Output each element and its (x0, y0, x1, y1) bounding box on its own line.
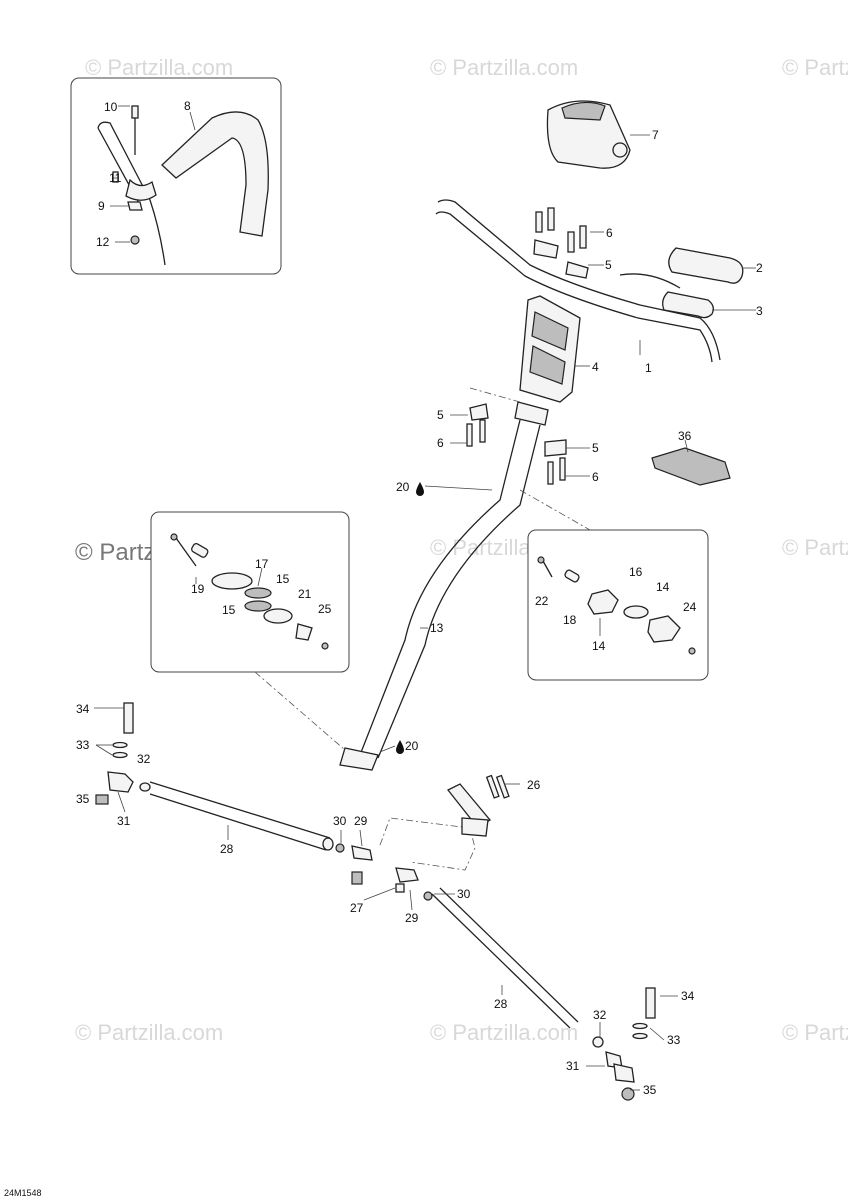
callout-label: 35 (76, 792, 90, 806)
callout-label: 36 (678, 429, 692, 443)
callout-label: 28 (220, 842, 234, 856)
callout-label: 15 (276, 572, 290, 586)
diagram-code: 24M1548 (4, 1188, 42, 1198)
callout-label: 34 (76, 702, 90, 716)
riser-block (519, 207, 604, 403)
callout-label: 26 (527, 778, 541, 792)
nut (95, 794, 109, 805)
handlebar-pad (161, 111, 269, 237)
bolt-head (131, 105, 139, 119)
bolt (123, 702, 134, 734)
watermark: © Partzilla.com (75, 1020, 223, 1045)
callout-label: 6 (437, 436, 444, 450)
callout-label: 8 (184, 99, 191, 113)
inset-handlebar-assembly (97, 105, 269, 266)
callout-label: 25 (318, 602, 332, 616)
callout-label: 14 (592, 639, 606, 653)
callout-label: 14 (656, 580, 670, 594)
nut (130, 235, 140, 245)
callout-label: 6 (606, 226, 613, 240)
callout-label: 34 (681, 989, 695, 1003)
handlebar (435, 199, 721, 363)
handlebar-section (97, 121, 166, 266)
steering-arm (446, 774, 520, 837)
grip (668, 247, 744, 284)
callout-label: 5 (592, 441, 599, 455)
inset-box-right-clamp (527, 529, 709, 681)
callout-label: 4 (592, 360, 599, 374)
watermark: © Partzilla.com (782, 1020, 848, 1045)
callout-label: 10 (104, 100, 118, 114)
callout-label: 11 (109, 171, 122, 185)
inset-left-clamp-parts (170, 533, 329, 650)
callout-label: 15 (222, 603, 236, 617)
reference-lines (254, 387, 591, 871)
oil-drop-icon (416, 482, 424, 496)
callout-label: 17 (255, 557, 269, 571)
callout-label: 31 (117, 814, 131, 828)
watermark: © Partzilla.com (782, 535, 848, 560)
callout-label: 20 (396, 480, 410, 494)
callout-label: 21 (298, 587, 312, 601)
pitman-arm (446, 783, 491, 829)
callout-label: 6 (592, 470, 599, 484)
nut (621, 1087, 635, 1101)
callout-label: 31 (566, 1059, 580, 1073)
callout-label: 32 (593, 1008, 607, 1022)
callout-label: 1 (645, 361, 652, 375)
callout-label: 16 (629, 565, 643, 579)
callout-label: 32 (137, 752, 151, 766)
watermark: © Partzilla.com (430, 55, 578, 80)
column-flange (339, 747, 379, 771)
callout-label: 12 (96, 235, 110, 249)
tie-rod-end (107, 771, 134, 793)
riser (519, 295, 581, 403)
steering-column (339, 401, 590, 771)
callout-label: 5 (437, 408, 444, 422)
right-tie-rod (351, 867, 678, 1101)
callout-label: 33 (667, 1033, 681, 1047)
callout-label: 29 (354, 814, 368, 828)
callout-label: 5 (605, 258, 612, 272)
callout-label: 9 (98, 199, 105, 213)
oil-drop-icon (396, 740, 404, 754)
watermark: © Partzilla.com (782, 55, 848, 80)
callout-label: 13 (430, 621, 444, 635)
watermark: © Partzilla.com (430, 1020, 578, 1045)
callout-label: 7 (652, 128, 659, 142)
callout-label: 30 (457, 887, 471, 901)
callout-label: 3 (756, 304, 763, 318)
callout-label: 24 (683, 600, 697, 614)
inset-right-clamp-parts (537, 556, 696, 655)
callout-label: 18 (563, 613, 577, 627)
callout-label: 20 (405, 739, 419, 753)
handlebar-cover (546, 100, 650, 169)
callout-labels: 1 2 3 4 5 5 5 6 6 6 7 8 9 10 11 12 13 14… (76, 99, 763, 1097)
callout-label: 35 (643, 1083, 657, 1097)
callout-label: 29 (405, 911, 419, 925)
clamp (125, 178, 157, 201)
grips (619, 247, 756, 319)
callout-label: 30 (333, 814, 347, 828)
callout-label: 27 (350, 901, 364, 915)
callout-label: 28 (494, 997, 508, 1011)
grip-heated (662, 291, 714, 319)
callout-label: 2 (756, 261, 763, 275)
watermark: © Partzilla.com (85, 55, 233, 80)
left-tie-rod (94, 702, 373, 861)
callout-label: 33 (76, 738, 90, 752)
callout-label: 19 (191, 582, 205, 596)
callout-label: 22 (535, 594, 549, 608)
block-plate (651, 447, 731, 486)
